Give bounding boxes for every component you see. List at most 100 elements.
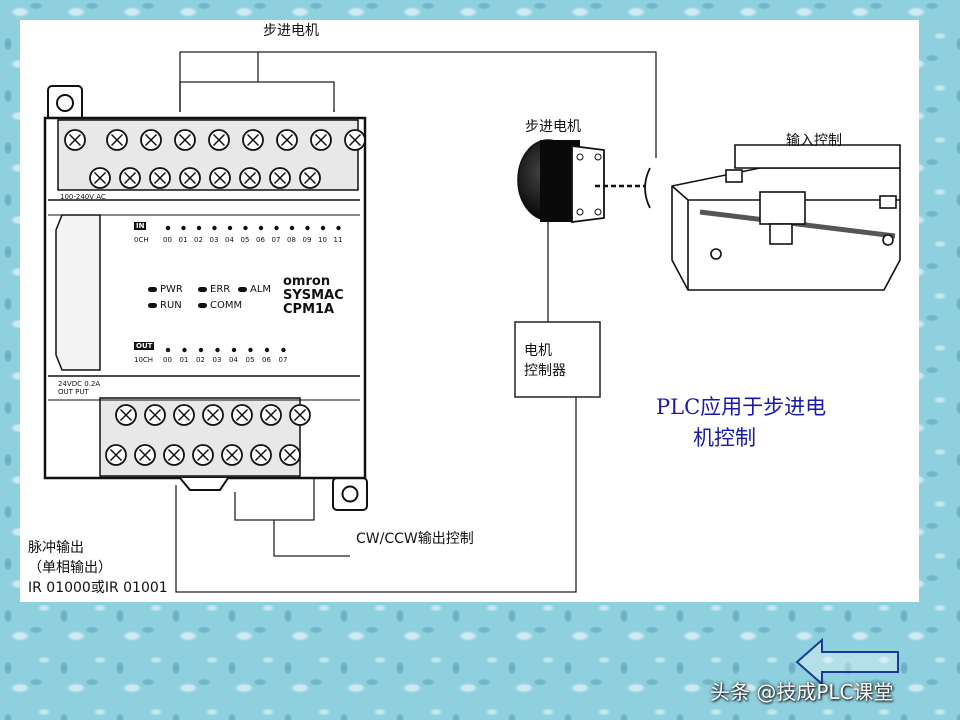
pulse-label-line1: 脉冲输出 bbox=[28, 540, 84, 556]
controller-label-line2: 控制器 bbox=[524, 363, 566, 379]
input-number: 01 bbox=[178, 236, 188, 244]
terminal-screw-slot bbox=[246, 133, 260, 147]
terminal-screw-slot bbox=[243, 171, 257, 185]
led-label: ALM bbox=[250, 284, 272, 295]
input-number: 11 bbox=[333, 236, 343, 244]
terminal-screw-slot bbox=[110, 133, 124, 147]
input-number: 09 bbox=[302, 236, 312, 244]
plc-brand-omron: omron bbox=[283, 274, 331, 289]
io-led-dot bbox=[258, 225, 264, 231]
io-led-dot bbox=[281, 347, 286, 353]
wire-cw-to-label bbox=[273, 520, 350, 557]
io-led-dot bbox=[227, 225, 233, 231]
io-indicator-leds bbox=[165, 225, 341, 353]
io-led-dot bbox=[231, 347, 237, 353]
slide-caption: PLC应用于步进电 机控制 bbox=[656, 392, 826, 454]
pulse-label-line2: （单相输出） bbox=[28, 560, 112, 576]
plc-model-cpm1a: CPM1A bbox=[283, 302, 335, 317]
led-label: PWR bbox=[160, 284, 183, 295]
io-led-dot bbox=[182, 347, 187, 353]
terminal-screw-slot bbox=[264, 408, 278, 422]
terminal-screw-slot bbox=[178, 133, 192, 147]
plc-brand-sysmac: SYSMAC bbox=[283, 288, 344, 303]
motor-controller-box bbox=[514, 321, 601, 398]
io-led-dot bbox=[305, 225, 310, 231]
led-label: RUN bbox=[160, 300, 182, 311]
plc-in-channel: 0CH bbox=[134, 236, 149, 244]
io-led-dot bbox=[336, 225, 341, 231]
terminal-screw-slot bbox=[68, 133, 82, 147]
terminal-screw-slot bbox=[167, 448, 181, 462]
status-led-err: ERR bbox=[198, 284, 230, 295]
bottom-terminals bbox=[105, 404, 311, 466]
output-number: 04 bbox=[229, 356, 238, 364]
output-number: 06 bbox=[262, 356, 271, 364]
io-led-dot bbox=[215, 347, 220, 353]
terminal-screw-slot bbox=[283, 448, 297, 462]
input-number: 07 bbox=[271, 236, 281, 244]
terminal-screw-slot bbox=[280, 133, 294, 147]
led-indicator-icon bbox=[148, 302, 157, 308]
led-indicator-icon bbox=[148, 286, 157, 292]
input-control-label: 输入控制 bbox=[786, 133, 842, 149]
plc-out-channel: 10CH bbox=[134, 356, 154, 364]
input-number: 10 bbox=[318, 236, 327, 244]
status-led-alm: ALM bbox=[238, 284, 271, 295]
led-indicator-icon bbox=[238, 286, 247, 292]
io-led-dot bbox=[196, 225, 202, 231]
terminal-screw-slot bbox=[153, 171, 167, 185]
led-label: ERR bbox=[210, 284, 231, 295]
terminal-screw-slot bbox=[348, 133, 362, 147]
status-led-run: RUN bbox=[148, 300, 182, 311]
terminal-screw-slot bbox=[273, 171, 287, 185]
wire-controller-to-plc bbox=[175, 397, 577, 593]
terminal-screw-slot bbox=[254, 448, 268, 462]
input-number: 06 bbox=[256, 236, 265, 244]
io-led-dot bbox=[165, 347, 171, 353]
input-number: 02 bbox=[194, 236, 203, 244]
top-terminals bbox=[64, 129, 366, 189]
output-number: 05 bbox=[245, 356, 255, 364]
terminal-screw-slot bbox=[144, 133, 158, 147]
motor-terminal-bracket bbox=[179, 81, 335, 112]
terminal-screw-slot bbox=[119, 408, 133, 422]
input-number: 00 bbox=[163, 236, 172, 244]
io-led-dot bbox=[289, 225, 295, 231]
terminal-screw-slot bbox=[123, 171, 137, 185]
io-led-dot bbox=[181, 225, 186, 231]
terminal-screw-slot bbox=[225, 448, 239, 462]
plc-in-tag: IN bbox=[134, 222, 147, 230]
led-label: COMM bbox=[210, 300, 243, 311]
terminal-screw-slot bbox=[138, 448, 152, 462]
terminal-screw-slot bbox=[148, 408, 162, 422]
io-led-dot bbox=[243, 225, 248, 231]
output-number: 07 bbox=[278, 356, 288, 364]
motor-label-top: 步进电机 bbox=[263, 23, 319, 39]
linear-stage bbox=[671, 144, 901, 291]
watermark-text: 头条 @技成PLC课堂 bbox=[710, 680, 894, 704]
terminal-screw-slot bbox=[303, 171, 317, 185]
output-number: 02 bbox=[196, 356, 205, 364]
status-led-comm: COMM bbox=[198, 300, 242, 311]
io-led-dot bbox=[248, 347, 253, 353]
output-number: 03 bbox=[212, 356, 222, 364]
terminal-screw-slot bbox=[314, 133, 328, 147]
led-indicator-icon bbox=[198, 302, 207, 308]
led-indicator-icon bbox=[198, 286, 207, 292]
terminal-screw-slot bbox=[196, 448, 210, 462]
terminal-screw-slot bbox=[212, 133, 226, 147]
terminal-screw-slot bbox=[206, 408, 220, 422]
io-led-dot bbox=[264, 347, 270, 353]
terminal-screw-slot bbox=[213, 171, 227, 185]
terminal-screw-slot bbox=[109, 448, 123, 462]
pulse-output-label: 脉冲输出 （单相输出） IR 01000或IR 01001 bbox=[28, 538, 168, 598]
io-led-dot bbox=[198, 347, 204, 353]
pulse-label-line3: IR 01000或IR 01001 bbox=[28, 580, 168, 596]
io-led-dot bbox=[165, 225, 171, 231]
stepper-motor bbox=[517, 139, 651, 224]
caption-line1: PLC应用于步进电 bbox=[656, 395, 827, 419]
input-number: 04 bbox=[225, 236, 234, 244]
io-led-dot bbox=[212, 225, 217, 231]
input-number: 05 bbox=[240, 236, 250, 244]
input-number: 08 bbox=[287, 236, 296, 244]
